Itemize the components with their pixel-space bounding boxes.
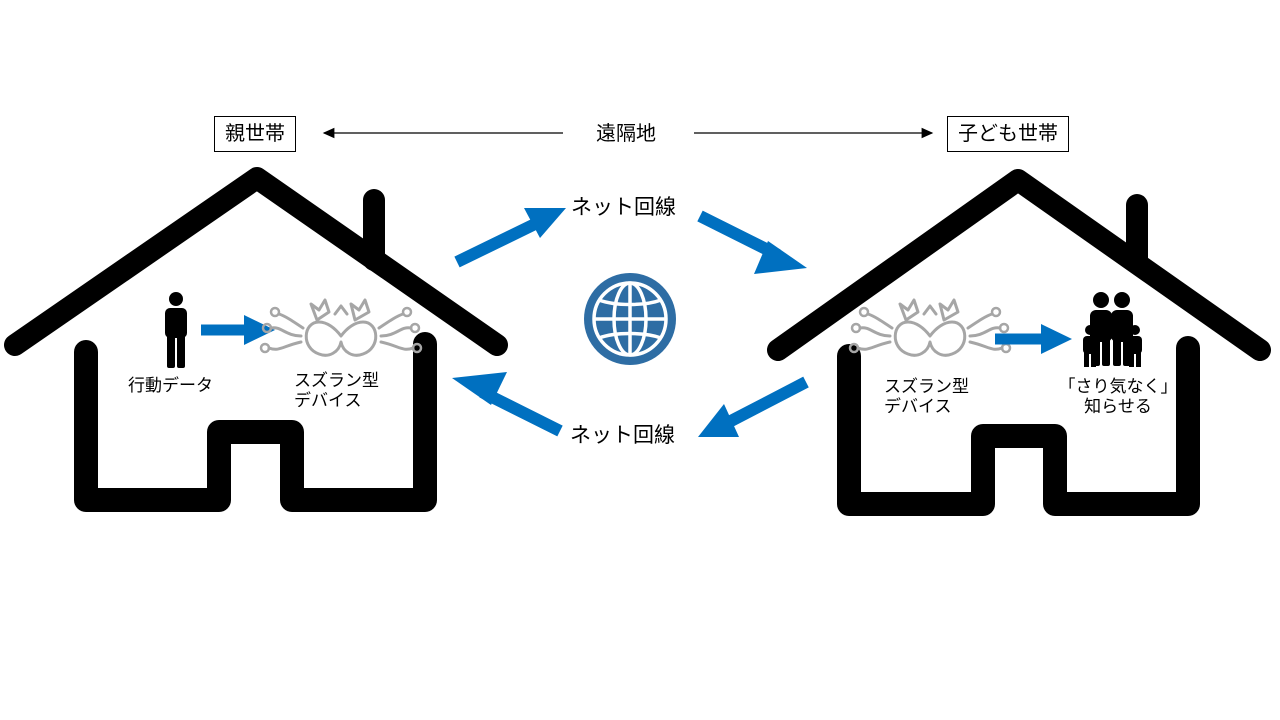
right-device-caption-line1: スズラン型 xyxy=(884,377,969,397)
parent-household-label: 親世帯 xyxy=(214,116,296,152)
family-caption: 「さり気なく」 知らせる xyxy=(1053,377,1183,418)
person-to-device-arrow xyxy=(201,315,275,345)
distance-label: 遠隔地 xyxy=(590,121,662,145)
left-device-caption-line1: スズラン型 xyxy=(294,371,379,391)
left-device-icon xyxy=(259,298,423,357)
left-device-caption-line2: デバイス xyxy=(294,391,362,412)
person-icon xyxy=(165,292,187,368)
network-arrow-top-left xyxy=(454,208,566,268)
right-device-caption-line2: デバイス xyxy=(884,397,952,418)
family-caption-line2: 知らせる xyxy=(1084,397,1152,418)
right-device-caption: スズラン型 デバイス xyxy=(884,377,969,418)
left-house xyxy=(4,167,508,512)
person-caption: 行動データ xyxy=(128,376,213,396)
family-caption-line1: 「さり気なく」 xyxy=(1058,377,1178,397)
right-device-icon xyxy=(848,298,1012,357)
device-to-family-arrow xyxy=(995,324,1072,354)
globe-icon xyxy=(584,273,676,365)
network-arrow-bottom-left xyxy=(452,372,563,437)
right-house xyxy=(767,169,1271,516)
network-arrow-top-right xyxy=(697,210,807,274)
left-device-caption: スズラン型 デバイス xyxy=(294,371,379,412)
network-arrow-bottom-right xyxy=(698,376,809,437)
network-top-label: ネット回線 xyxy=(571,195,676,219)
network-bottom-label: ネット回線 xyxy=(570,423,675,447)
child-household-label: 子ども世帯 xyxy=(947,116,1069,152)
family-icon xyxy=(1083,292,1142,367)
